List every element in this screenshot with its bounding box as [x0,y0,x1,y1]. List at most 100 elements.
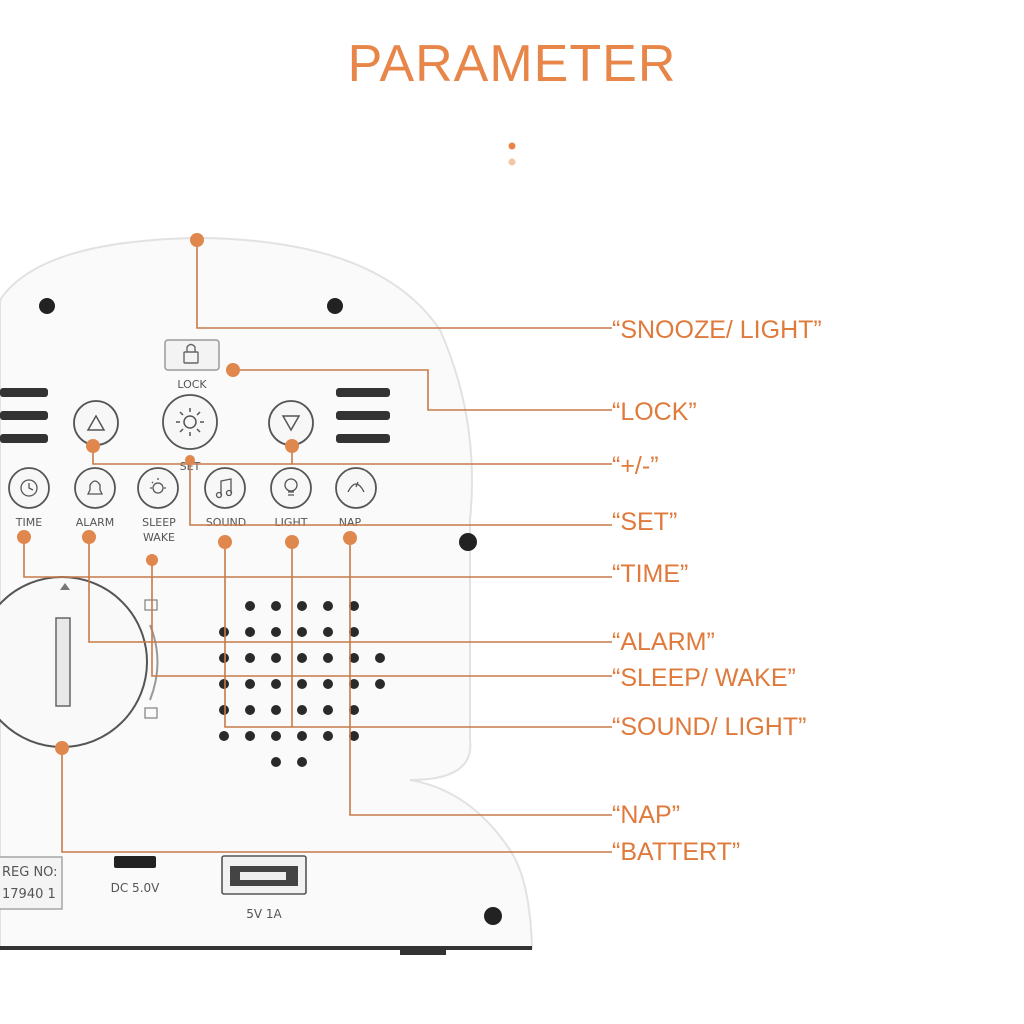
callout-snooze-light: “SNOOZE/ LIGHT” [612,316,822,344]
page-title: PARAMETER [347,35,677,93]
reg-label-box: REG NO: 17940 1 [0,856,63,910]
dc-text: DC 5.0V [111,881,161,895]
leader-snooze-light [196,240,612,329]
wake-text: WAKE [143,531,175,544]
sound-button[interactable]: SOUND [204,467,246,529]
speaker-hole [245,679,255,689]
callout-sound-light: “SOUND/ LIGHT” [612,713,807,741]
speaker-hole [349,653,359,663]
time-text: TIME [15,516,42,529]
leader-battert [61,748,612,853]
leader-nap [349,538,612,816]
lock-icon [183,343,199,364]
reg-no-text: REG NO: [2,865,58,880]
sleep-wake-button[interactable]: SLEEP WAKE [137,467,179,544]
speaker-hole [297,653,307,663]
speaker-hole [271,679,281,689]
screw-hole [39,298,55,314]
lock-switch[interactable]: LOCK [164,339,220,391]
speaker-hole [297,627,307,637]
leader-time [23,537,612,578]
light-button[interactable]: LIGHT [270,467,312,529]
bell-icon [86,480,104,495]
nap-text: NAP [339,516,362,529]
arrow-marker [60,583,70,590]
battery-slot [55,617,71,707]
triangle-down-icon [281,415,301,432]
callout-alarm: “ALARM” [612,628,715,656]
callout-sleep-wake: “SLEEP/ WAKE” [612,664,796,692]
speaker-hole [219,731,229,741]
speaker-hole [349,679,359,689]
speaker-hole [323,705,333,715]
speaker-hole [271,627,281,637]
screw-hole [484,907,502,925]
speaker-hole [323,653,333,663]
leader-dots [17,233,357,755]
bulb-icon [284,478,298,496]
speaker-hole [219,653,229,663]
callout-set: “SET” [612,508,678,536]
down-button[interactable] [268,400,314,446]
gear-icon [176,408,204,436]
speaker-hole [271,601,281,611]
music-note-icon [215,478,233,499]
leader-lock [233,369,612,411]
speaker-hole [271,653,281,663]
speaker-hole [245,731,255,741]
callout-lock: “LOCK” [612,398,697,426]
lock-closed-icon [144,599,158,611]
reg-no-value: 17940 1 [2,887,56,902]
usb-port: 5V 1A [221,855,307,921]
callout-nap: “NAP” [612,801,681,829]
speaker-hole [219,627,229,637]
speaker-hole [271,757,281,767]
speaker-hole [297,601,307,611]
callout-battert: “BATTERT” [612,838,741,866]
speaker-hole [375,653,385,663]
speaker-hole [323,731,333,741]
speaker-hole [271,705,281,715]
speaker-hole [323,601,333,611]
speaker-hole [297,757,307,767]
up-button[interactable] [73,400,119,446]
device-foot [400,950,446,955]
dc-port-icon [114,856,156,868]
leader-sound-light [224,542,612,728]
vent-right [336,388,390,443]
speaker-hole [245,601,255,611]
speaker-hole [297,705,307,715]
speaker-hole [349,731,359,741]
speaker-hole [245,627,255,637]
time-button[interactable]: TIME [8,467,50,529]
speaker-grille [219,601,385,767]
sleep-text: SLEEP [142,516,176,529]
alarm-text: ALARM [76,516,115,529]
speaker-hole [297,679,307,689]
usb-text: 5V 1A [246,907,282,921]
leader-lines [23,240,612,853]
dc-port: DC 5.0V [111,856,161,895]
speaker-hole [349,601,359,611]
leader-set [189,460,612,526]
speaker-hole [349,705,359,715]
clock-icon [20,479,38,497]
speaker-hole [271,731,281,741]
speaker-hole [245,653,255,663]
device-base-edge [0,946,532,950]
speaker-hole [323,679,333,689]
speaker-hole [245,705,255,715]
vent-left [0,388,48,443]
light-text: LIGHT [275,516,308,529]
leader-alarm [88,537,612,643]
alarm-button[interactable]: ALARM [74,467,116,529]
speaker-hole [297,731,307,741]
decor-dot [508,158,516,166]
device-body [0,236,534,955]
speaker-hole [349,627,359,637]
moon-sun-icon [150,478,166,494]
speaker-hole [219,705,229,715]
sound-text: SOUND [206,516,246,529]
